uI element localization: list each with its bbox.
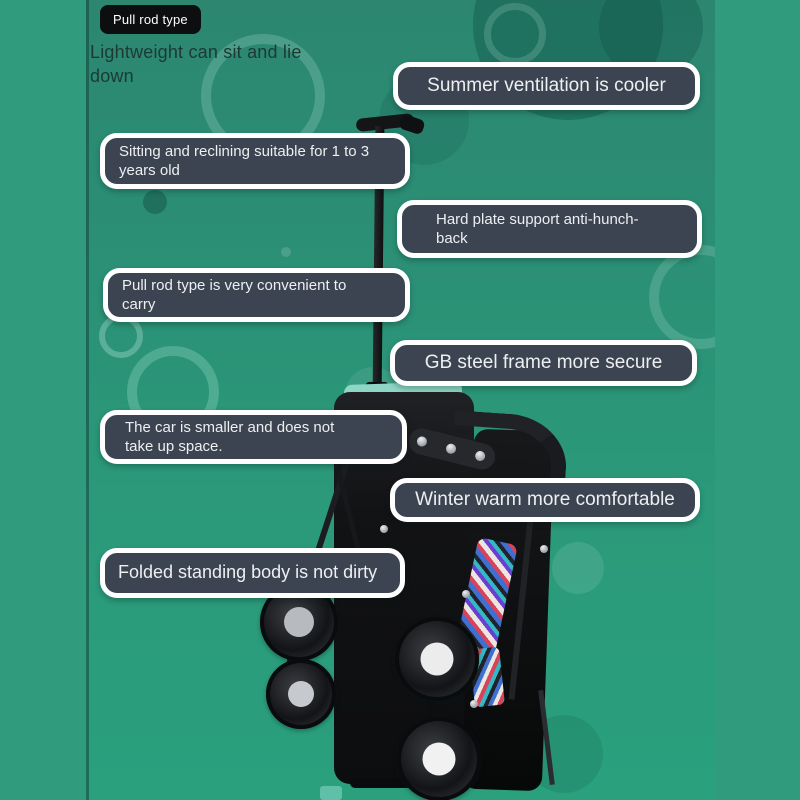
callout-car-smaller: The car is smaller and does not take up … — [100, 410, 407, 464]
hinge-screw — [444, 442, 458, 455]
callout-folded-standing: Folded standing body is not dirty — [100, 548, 405, 598]
frame-screw — [540, 545, 548, 553]
callout-gb-steel-frame: GB steel frame more secure — [390, 340, 697, 386]
frame-screw — [462, 590, 470, 598]
wheel — [395, 617, 479, 701]
bubble-dot — [143, 190, 167, 214]
pull-rod-handle-knob — [398, 113, 426, 136]
callout-hard-plate-support: Hard plate support anti-hunch- back — [397, 200, 702, 258]
callout-winter-warm: Winter warm more comfortable — [390, 478, 700, 522]
frame-screw — [470, 700, 478, 708]
hinge-screw — [415, 435, 428, 448]
bubble-blob — [552, 542, 604, 594]
wheel-hub — [422, 742, 456, 776]
wheel-hub — [420, 642, 454, 676]
wheel — [397, 717, 481, 800]
headline-text: Lightweight can sit and lie down — [90, 42, 302, 87]
bubble-dot — [281, 247, 291, 257]
wheel-hub — [284, 607, 314, 637]
wheel-hub — [288, 681, 314, 707]
callout-summer-ventilation: Summer ventilation is cooler — [393, 62, 700, 110]
type-badge: Pull rod type — [100, 5, 201, 34]
callout-sitting-reclining: Sitting and reclining suitable for 1 to … — [100, 133, 410, 189]
frame-screw — [380, 525, 388, 533]
wheel — [266, 659, 336, 729]
bubble-ring — [484, 3, 546, 65]
callout-pull-rod-carry: Pull rod type is very convenient to carr… — [103, 268, 410, 322]
mint-base-piece — [320, 786, 342, 800]
hinge-screw — [474, 449, 487, 463]
